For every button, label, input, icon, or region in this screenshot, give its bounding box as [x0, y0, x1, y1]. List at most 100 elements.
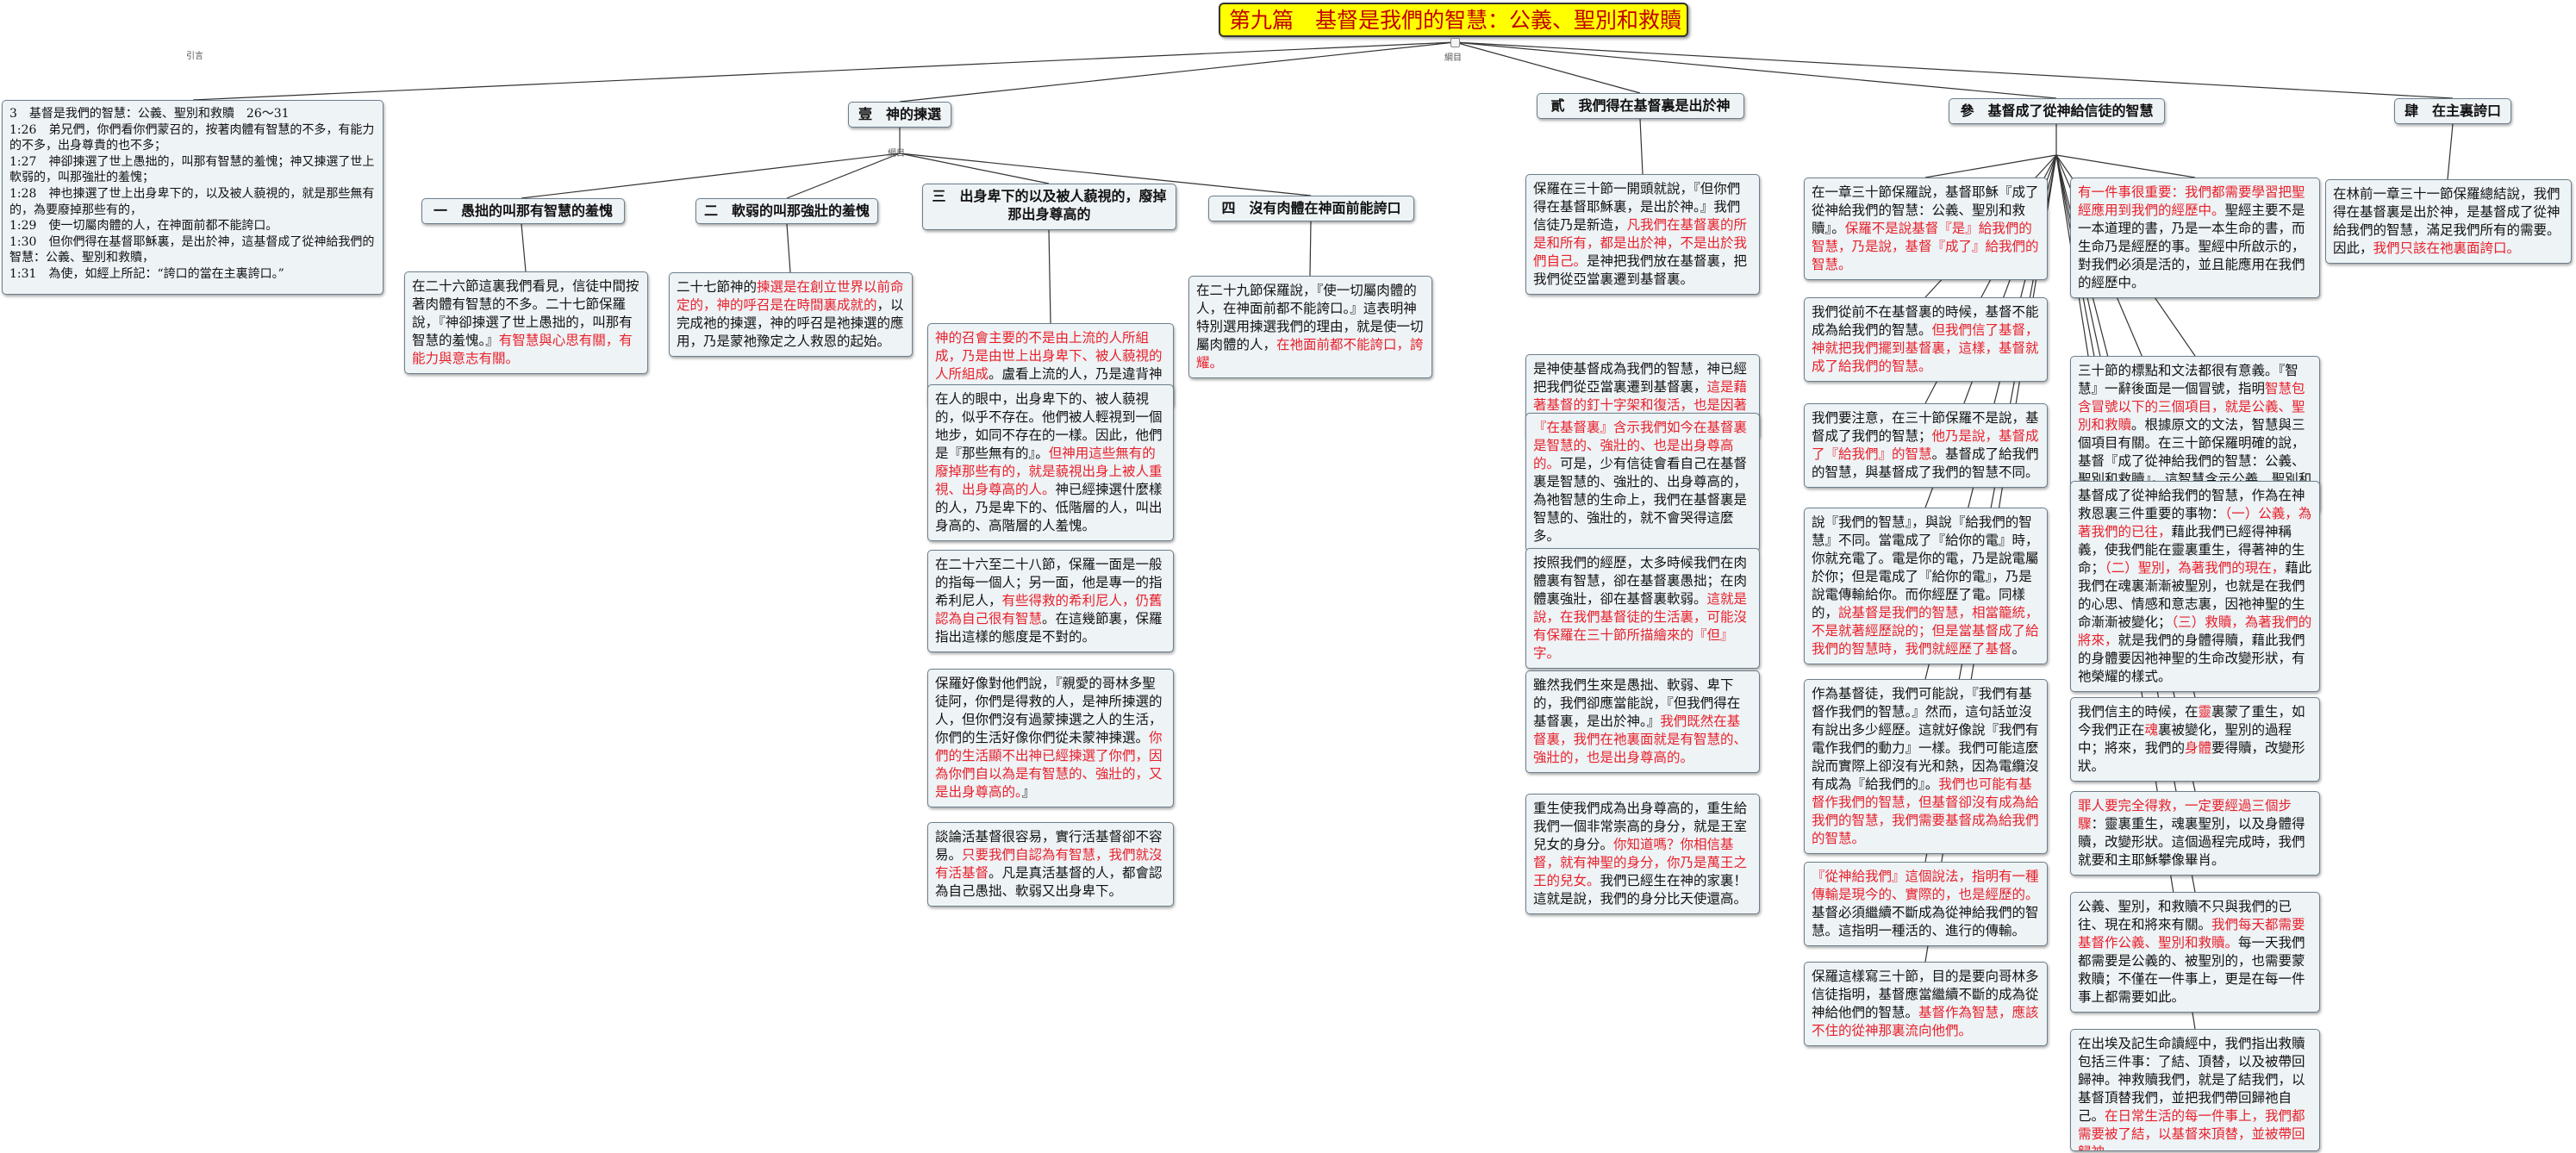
- highlight-text: 『在基督裏』含示我們如今在基督裏是智慧的、強壯的、也是出身尊高的。: [1533, 420, 1748, 471]
- connector-line: [1924, 154, 2057, 178]
- note-text: 是神使基督成為我們的智慧，神已經把我們從亞當裏遷到基督裏，: [1533, 361, 1748, 395]
- note-box: 我們從前不在基督裏的時候，基督不能成為給我們的智慧。但我們信了基督，神就把我們擺…: [1804, 297, 2048, 382]
- note-text: 在人的眼中，出身卑下的、被人藐視的，似乎不存在。他們被人輕視到一個地步，如同不存…: [935, 391, 1163, 461]
- note-text: 藉此我們已經得神稱義，使我們能在靈裏重生，得著神的生命；: [2078, 524, 2305, 576]
- highlight-text: 有一件事很重要：我們都需要學習把聖經應用到我們的經歷中。: [2078, 184, 2305, 218]
- highlight-text: 神的召會主要的不是由上流的人所組成，乃是由世上出身卑下、被人藐視的人所組成: [935, 330, 1163, 382]
- note-text: 保羅在三十節一開頭就說，『但你們得在基督耶穌裏，是出於神。』我們信徒乃是新造，: [1533, 181, 1741, 233]
- highlight-text: 靈: [2198, 704, 2212, 720]
- highlight-text: 魂: [2144, 722, 2159, 738]
- note-box: 罪人要完全得救，一定要經過三個步驟：靈裏重生，魂裏聖別，以及身體得贖，改變形狀。…: [2070, 791, 2320, 876]
- branch-2-title: 貳 我們得在基督裏是出於神: [1537, 93, 1744, 119]
- sub-1-1-title: 一 愚拙的叫那有智慧的羞愧: [421, 198, 625, 224]
- note-box: 『在基督裏』含示我們如今在基督裏是智慧的、強壯的、也是出身尊高的。可是，少有信徒…: [1525, 413, 1760, 552]
- note-text: 聖經主要不是一本道理的書，乃是一本生命的書，而生命乃是經歷的事。聖經中所啟示的，…: [2078, 203, 2305, 290]
- connector-line: [2447, 123, 2454, 180]
- highlight-text: 罪人要完全得救，一定要經過三個步驟: [2078, 798, 2292, 832]
- note-text: 』: [1021, 784, 1036, 800]
- highlight-text: （一）公義，為著我們的已往，: [2078, 506, 2312, 539]
- highlight-text: 身體: [2185, 740, 2212, 756]
- note-box: 保羅在三十節一開頭就說，『但你們得在基督耶穌裏，是出於神。』我們信徒乃是新造，凡…: [1525, 174, 1760, 295]
- connector-label-outline: 綱目: [1444, 53, 1462, 63]
- highlight-text: 有智慧與心思有關，有能力與意志有關。: [412, 333, 633, 366]
- note-box: 按照我們的經歷，太多時候我們在肉體裏有智慧，卻在基督裏愚拙；在肉體裏強壯，卻在基…: [1525, 548, 1760, 669]
- note-text: 神已經揀選什麼樣的人，乃是卑下的、低階層的人，叫出身高的、高階層的人羞愧。: [935, 482, 1163, 533]
- note-box: 重生使我們成為出身尊高的，重生給我們一個非常崇高的身分，就是王室兒女的身分。你知…: [1525, 794, 1760, 914]
- highlight-text: 但神用這些無有的廢掉那些有的，就是藐視出身上被人重視、出身尊高的人。: [935, 446, 1163, 497]
- connector-line: [1309, 221, 1312, 277]
- note-text: 基督必須繼續不斷成為從神給我們的智慧。這指明一種活的、進行的傳輸。: [1812, 905, 2039, 938]
- note-text: 按照我們的經歷，太多時候我們在肉體裏有智慧，卻在基督裏愚拙；在肉體裏強壯，卻在基…: [1533, 555, 1748, 607]
- note-box: 說『我們的智慧』，與說『給我們的智慧』不同。當電成了『給你的電』時，你就充電了。…: [1804, 508, 2048, 664]
- highlight-text: 我們既然在基督裏，我們在祂裏面就是有智慧的、強壯的，也是出身尊高的。: [1533, 714, 1748, 765]
- connector-line: [899, 153, 1312, 196]
- root-hub-icon: [1450, 38, 1460, 47]
- note-text: 我們已經生在神的家裏！這就是說，我們的身分比天使還高。: [1533, 873, 1748, 907]
- note-text: 是神把我們放在基督裏，把我們從亞當裏遷到基督裏。: [1533, 253, 1748, 287]
- highlight-text: 這就是說，在我們基督徒的生活裏，可能沒有保羅在三十節所描繪來的『但』字。: [1533, 591, 1748, 661]
- note-text: ：靈裏重生，魂裏聖別，以及身體得贖，改變形狀。這個過程完成時，我們就要和主耶穌攀…: [2078, 816, 2305, 868]
- highlight-text: 在祂面前都不能誇口，誇耀。: [1196, 337, 1424, 371]
- highlight-text: 保羅不是說基督『是』給我們的智慧，乃是說，基督『成了』給我們的智慧。: [1812, 221, 2039, 272]
- note-text: 三十節的標點和文法都很有意義。『智慧』一辭後面是一個冒號，指明: [2078, 363, 2298, 396]
- highlight-text: 基督作為智慧，應該不住的從神那裏流向他們。: [1812, 1005, 2039, 1038]
- note-box: 在出埃及記生命讀經中，我們指出救贖包括三件事：了結、頂替，以及被帶回歸神。神救贖…: [2070, 1029, 2320, 1151]
- note-text: 在一章三十節保羅說，基督耶穌『成了從神給我們的智慧：公義、聖別和救贖』。: [1812, 184, 2039, 236]
- note-text: 在出埃及記生命讀經中，我們指出救贖包括三件事：了結、頂替，以及被帶回歸神。神救贖…: [2078, 1036, 2305, 1124]
- note-text: 公義、聖別，和救贖不只與我們的已往、現在和將來有關。: [2078, 899, 2292, 932]
- highlight-text: 凡我們在基督裏的所是和所有，都是出於神，不是出於我們自己。: [1533, 217, 1748, 269]
- note-text: 我們從前不在基督裏的時候，基督不能成為給我們的智慧。: [1812, 304, 2039, 338]
- connector-line: [521, 223, 527, 272]
- note-text: 就是我們的身體得贖，藉此我們的身體要因祂神聖的生命改變形狀，有祂榮耀的樣式。: [2078, 633, 2305, 684]
- connector-line: [1639, 118, 1644, 175]
- note-text: 二十七節神的: [677, 279, 758, 295]
- note-text: 。基督成了給我們的智慧，與基督成了我們的智慧不同。: [1812, 446, 2039, 480]
- note-text: 可是，少有信徒會看自己在基督裏是智慧的、強壯的、出身尊高的，為祂智慧的生命上，我…: [1533, 456, 1748, 544]
- note-text: 說『我們的智慧』，與說『給我們的智慧』不同。當電成了『給你的電』時，你就充電了。…: [1812, 514, 2039, 620]
- branch-1-title: 壹 神的揀選: [848, 102, 951, 128]
- connector-label-intro: 引言: [186, 52, 203, 61]
- connector-line: [192, 41, 1456, 101]
- note-text: 在林前一章三十一節保羅總結說，我們得在基督裏是出於神，是基督成了從神給我們的智慧…: [2333, 186, 2560, 256]
- note-text: 裏被變化，聖別的過程中；將來，我們的: [2078, 722, 2292, 756]
- highlight-text: 有些得救的希利尼人，仍舊認為自己很有智慧: [935, 593, 1163, 626]
- note-text: 藉此我們在魂裏漸漸被聖別，也就是在我們的心思、情感和意志裏，因祂神聖的生命漸漸被…: [2078, 560, 2312, 630]
- highlight-text: 只要我們自認為有智慧，我們就沒有活基督: [935, 847, 1163, 881]
- note-box: 在人的眼中，出身卑下的、被人藐視的，似乎不存在。他們被人輕視到一個地步，如同不存…: [927, 384, 1174, 541]
- connector-line: [2055, 154, 2196, 178]
- note-text: 。: [2012, 641, 2026, 657]
- highlight-text: 你們的生活顯不出神已經揀選了你們，因為你們自以為是有智慧的、強壯的，又是出身尊高…: [935, 730, 1163, 800]
- note-box: 二十七節神的揀選是在創立世界以前命定的，神的呼召是在時間裏成就的，以完成祂的揀選…: [669, 272, 913, 357]
- note-box: 公義、聖別，和救贖不只與我們的已往、現在和將來有關。我們每天都需要基督作公義、聖…: [2070, 892, 2320, 1013]
- connector-line: [1454, 41, 2057, 99]
- connector-line: [1048, 229, 1051, 324]
- note-box: 我們信主的時候，在靈裏蒙了重生，如今我們正在魂裏被變化，聖別的過程中；將來，我們…: [2070, 697, 2320, 782]
- note-box: 雖然我們生來是愚拙、軟弱、卑下的，我們卻應當能說，『但我們得在基督裏，是出於神。…: [1525, 670, 1760, 773]
- highlight-text: 揀選是在創立世界以前命定的，神的呼召是在時間裏成就的: [677, 279, 904, 313]
- sub-1-2-title: 二 軟弱的叫那強壯的羞愧: [695, 198, 878, 224]
- branch-4-title: 肆 在主裏誇口: [2394, 98, 2511, 124]
- connector-line: [786, 223, 791, 273]
- highlight-text: 我們只該在祂裏面誇口。: [2373, 240, 2521, 256]
- note-box: 有一件事很重要：我們都需要學習把聖經應用到我們的經歷中。聖經主要不是一本道理的書…: [2070, 178, 2320, 298]
- highlight-text: 我們也可能有基督作我們的智慧，但基督卻沒有成為給我們的智慧，我們需要基督成為給我…: [1812, 776, 2039, 846]
- highlight-text: 他乃是說，基督成了『給我們』的智慧: [1812, 428, 2039, 462]
- note-text: 。在這幾節裏，保羅指出這樣的態度是不對的。: [935, 611, 1163, 645]
- note-text: 我們要注意，在三十節保羅不是說，基督成了我們的智慧；: [1812, 410, 2039, 444]
- note-box: 『從神給我們』這個說法，指明有一種傳輸是現今的、實際的，也是經歷的。基督必須繼續…: [1804, 862, 2048, 946]
- note-text: 基督成了從神給我們的智慧，作為在神救恩裏三件重要的事物：: [2078, 488, 2305, 521]
- highlight-text: 說基督是我們的智慧，相當籠統，不是就著經歷說的；但是當基督成了給我們的智慧時，我…: [1812, 605, 2039, 657]
- highlight-text: 我們每天都需要基督作公義、聖別和救贖。: [2078, 917, 2305, 950]
- note-box: 我們要注意，在三十節保羅不是說，基督成了我們的智慧；他乃是說，基督成了『給我們』…: [1804, 403, 2048, 488]
- note-text: 保羅這樣寫三十節，目的是要向哥林多信徒指明，基督應當繼續不斷的成為從神給他們的智…: [1812, 969, 2039, 1020]
- highlight-text: 『從神給我們』這個說法，指明有一種傳輸是現今的、實際的，也是經歷的。: [1812, 869, 2039, 902]
- highlight-text: 你知道嗎？你相信基督，就有神聖的身分，你乃是萬王之王的兒女。: [1533, 837, 1748, 888]
- note-text: ，以完成祂的揀選，神的呼召是祂揀選的應用，乃是蒙祂豫定之人救恩的起始。: [677, 297, 904, 349]
- note-text: 裏蒙了重生，如今我們正在: [2078, 704, 2305, 738]
- note-text: 在二十九節保羅說，『使一切屬肉體的人，在神面前都不能誇口。』這表明神特別選用揀選…: [1196, 283, 1424, 352]
- highlight-text: （三）救贖，為著我們的將來，: [2078, 614, 2312, 648]
- connector-label-b1: 綱目: [888, 149, 905, 159]
- note-text: 。凡是真活基督的人，都會認為自己愚拙、軟弱又出身卑下。: [935, 865, 1163, 899]
- note-text: 每一天我們都需要是公義的、被聖別的，也需要蒙救贖；不僅在一件事上，更是在每一件事…: [2078, 935, 2305, 1005]
- root-title: 第九篇 基督是我們的智慧：公義、聖別和救贖: [1219, 3, 1688, 37]
